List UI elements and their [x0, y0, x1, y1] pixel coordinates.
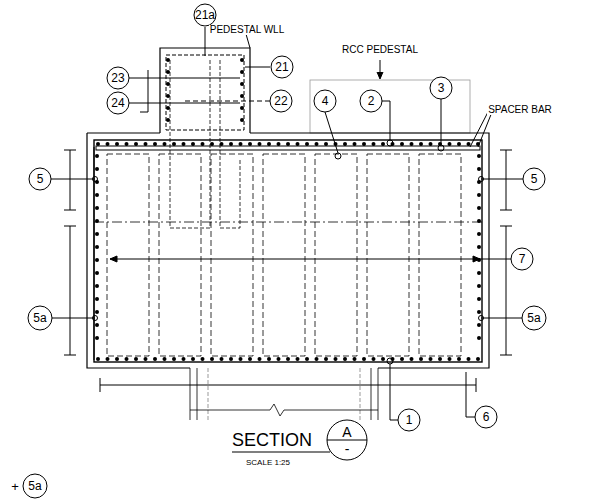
section-marker: A- — [326, 419, 368, 461]
pedestal-label: RCC PEDESTAL — [341, 45, 419, 55]
callout-text: 2 — [368, 95, 375, 107]
pedestal-label: PEDESTAL WLL — [209, 25, 285, 35]
callout-text: - — [345, 442, 350, 456]
callout-number: 22 — [269, 89, 293, 113]
callout-number: 6 — [474, 405, 498, 429]
callout-text: 3 — [438, 82, 445, 94]
callout-text: 5a — [527, 312, 540, 324]
callout-number: 23 — [106, 66, 130, 90]
callout-number: 5a — [27, 305, 53, 331]
callout-text: 21a — [195, 9, 215, 21]
scale-note: SCALE 1:25 — [245, 459, 291, 467]
callout-text: A — [342, 425, 351, 439]
callout-number: 5a — [22, 473, 48, 499]
callout-text: 24 — [111, 97, 124, 109]
callout-text: 5a — [28, 480, 41, 492]
callout-text: 1 — [406, 414, 413, 426]
callout-number: 21a — [193, 3, 217, 27]
callout-number: 5a — [521, 305, 547, 331]
callout-number: 2 — [359, 89, 383, 113]
bar-label: SPACER BAR — [487, 105, 553, 115]
callout-text: 6 — [483, 411, 490, 423]
callout-number: 24 — [106, 91, 130, 115]
callout-number: 7 — [510, 247, 534, 271]
callout-text: 23 — [111, 72, 124, 84]
callout-text: 5 — [37, 173, 44, 185]
callout-text: 21 — [275, 61, 288, 73]
callout-number: 3 — [429, 76, 453, 100]
plus-sign: + — [10, 480, 20, 493]
callout-text: 4 — [322, 95, 329, 107]
callout-text: 7 — [519, 253, 526, 265]
callout-number: 1 — [397, 408, 421, 432]
callout-number: 5 — [28, 167, 52, 191]
callout-text: 5a — [33, 312, 46, 324]
callout-number: 4 — [313, 89, 337, 113]
section-title: SECTION — [231, 431, 313, 449]
callout-text: 22 — [274, 95, 287, 107]
callout-number: 21 — [270, 55, 294, 79]
callout-text: 5 — [531, 173, 538, 185]
callout-number: 5 — [522, 167, 546, 191]
